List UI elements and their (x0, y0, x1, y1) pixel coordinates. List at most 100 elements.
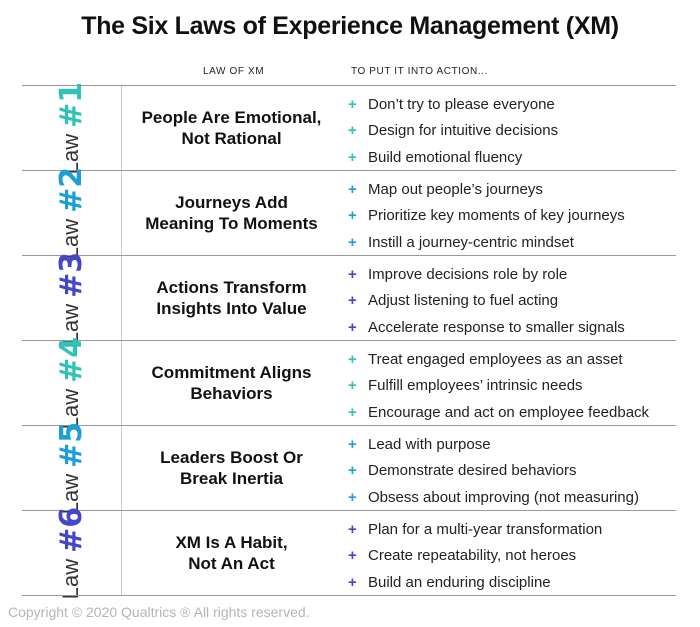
action-item: + Build an enduring discipline (348, 569, 676, 596)
action-text: Obsess about improving (not measuring) (368, 488, 639, 506)
plus-icon: + (348, 233, 357, 251)
action-text: Demonstrate desired behaviors (368, 462, 577, 480)
action-list: +Don’t try to please everyone+Design for… (348, 91, 676, 171)
plus-icon: + (348, 547, 357, 565)
row-divider (22, 595, 676, 596)
row-divider (22, 340, 676, 341)
law-name: XM Is A Habit,Not An Act (128, 511, 335, 595)
law-badge: Law#1 (22, 82, 120, 174)
law-name-line: Behaviors (190, 384, 273, 403)
action-item: +Don’t try to please everyone (348, 91, 676, 118)
law-name-line: Commitment Aligns (151, 363, 312, 382)
action-list: + Treat engaged employees as an asset + Ful… (348, 346, 676, 426)
action-text: Improve decisions role by role (368, 265, 568, 283)
action-item: + Obsess about improving (not measuring) (348, 484, 676, 511)
action-item: + Map out people’s journeys (348, 176, 676, 203)
law-badge: Law#3 (22, 252, 120, 344)
plus-icon: + (348, 318, 357, 336)
action-item: + Treat engaged employees as an asset (348, 346, 676, 373)
action-list: + Improve decisions role by role + Adjust l… (348, 261, 676, 341)
plus-icon: + (348, 377, 357, 395)
column-divider (121, 86, 122, 171)
action-item: + Adjust listening to fuel acting (348, 288, 676, 315)
action-item: + Create repeatability, not heroes (348, 543, 676, 570)
action-text: Create repeatability, not heroes (368, 547, 577, 565)
action-text: Fulfill employees’ intrinsic needs (368, 377, 583, 395)
action-item: +Prioritize key moments of key journeys (348, 203, 676, 230)
row-divider (22, 170, 676, 171)
law-badge: Law #6 (22, 507, 120, 600)
action-item: +Plan for a multi-year transformation (348, 516, 676, 543)
plus-icon: + (348, 350, 357, 368)
plus-icon: + (348, 573, 357, 591)
row-divider (22, 425, 676, 426)
action-item: + Lead with purpose (348, 431, 676, 458)
page-title: The Six Laws of Experience Management (X… (81, 12, 619, 40)
column-divider (121, 171, 122, 256)
plus-icon: + (348, 520, 357, 538)
column-header-law: LAW OF XM (203, 66, 265, 77)
action-text: Build an enduring discipline (368, 573, 551, 591)
law-badge: Law#5 (22, 422, 120, 514)
action-text: Design for intuitive decisions (368, 122, 559, 140)
law-number: #1 (53, 81, 89, 128)
law-number: #5 (53, 421, 89, 468)
law-badge: Law#4 (22, 337, 120, 429)
plus-icon: + (348, 403, 357, 421)
action-item: + Design for intuitive decisions (348, 118, 676, 145)
law-word: Law (58, 558, 83, 600)
column-divider (121, 426, 122, 511)
column-divider (121, 341, 122, 426)
action-item: + Improve decisions role by role (348, 261, 676, 288)
action-item: + Build emotional fluency (348, 144, 676, 171)
column-divider (121, 256, 122, 341)
action-list: +Plan for a multi-year transformation+Cr… (348, 516, 676, 596)
action-item: + Accelerate response to smaller signals (348, 314, 676, 341)
law-name-line: Journeys Add (175, 193, 288, 212)
law-number: #6 (53, 506, 89, 553)
law-name-line: Break Inertia (180, 469, 283, 488)
column-header-action: TO PUT IT INTO ACTION... (351, 66, 489, 77)
law-name-line: XM Is A Habit, (175, 533, 288, 552)
action-list: +Map out people’s journeys+Prioritize ke… (348, 176, 676, 256)
plus-icon: + (348, 95, 357, 113)
plus-icon: + (348, 265, 357, 283)
action-text: Treat engaged employees as an asset (368, 350, 623, 368)
action-text: Map out people’s journeys (368, 180, 543, 198)
table-top-divider (22, 85, 676, 86)
action-item: + Encourage and act on employee feedback (348, 399, 676, 426)
action-text: Build emotional fluency (368, 148, 523, 166)
row-divider (22, 510, 676, 511)
plus-icon: + (348, 435, 357, 453)
law-name: People Are Emotional, Not Rational (128, 86, 335, 170)
row-divider (22, 255, 676, 256)
law-name-line: People Are Emotional, (141, 108, 322, 127)
column-divider (121, 511, 122, 596)
plus-icon: + (348, 180, 357, 198)
action-item: + Fulfill employees’ intrinsic needs (348, 373, 676, 400)
action-text: Accelerate response to smaller signals (368, 318, 625, 336)
action-text: Lead with purpose (368, 435, 491, 453)
plus-icon: + (348, 122, 357, 140)
plus-icon: + (348, 488, 357, 506)
law-name-line: Insights Into Value (156, 299, 307, 318)
law-name-line: Leaders Boost Or (160, 448, 303, 467)
action-list: + Lead with purpose + Demonstrate desired b… (348, 431, 676, 511)
law-name-line: Not Rational (181, 129, 282, 148)
action-text: Prioritize key moments of key journeys (368, 207, 625, 225)
action-text: Instill a journey-centric mindset (368, 233, 574, 251)
plus-icon: + (348, 292, 357, 310)
copyright-notice: Copyright © 2020 Qualtrics ® All rights … (8, 604, 310, 620)
action-text: Encourage and act on employee feedback (368, 403, 650, 421)
plus-icon: + (348, 148, 357, 166)
law-name-line: Meaning To Moments (145, 214, 318, 233)
action-text: Adjust listening to fuel acting (368, 292, 559, 310)
